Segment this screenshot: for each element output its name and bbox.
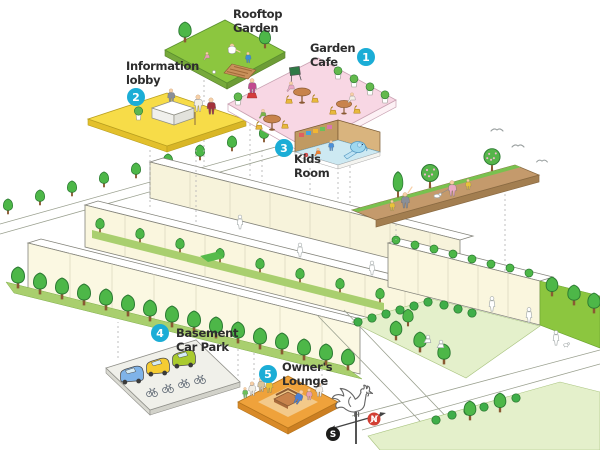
badge-owners-lounge: 5 (259, 365, 277, 383)
rooster-icon (331, 384, 374, 417)
svg-text:Garden: Garden (310, 41, 355, 55)
building-rows (5, 157, 600, 380)
svg-text:Kids: Kids (294, 152, 321, 166)
compass-north-marker: N (367, 412, 381, 426)
svg-text:Cafe: Cafe (310, 55, 338, 69)
svg-text:Garden: Garden (233, 21, 278, 35)
svg-text:Owner's: Owner's (282, 360, 333, 374)
svg-text:Rooftop: Rooftop (233, 7, 282, 21)
svg-text:4: 4 (156, 327, 164, 340)
gardener-figure (227, 43, 241, 54)
svg-text:Room: Room (294, 166, 330, 180)
label-rooftop-garden: Rooftop Garden (233, 7, 283, 35)
svg-text:Car Park: Car Park (176, 340, 229, 354)
badge-kids-room: 3 (275, 139, 293, 157)
park (317, 296, 600, 450)
label-kids-room: 3 Kids Room (275, 139, 330, 180)
information-lobby-platform (86, 88, 248, 153)
elephant-slide (343, 141, 368, 160)
badge-basement-car-park: 4 (151, 324, 169, 342)
svg-text:Basement: Basement (176, 326, 239, 340)
svg-text:2: 2 (132, 91, 140, 104)
kids-room (293, 119, 382, 170)
svg-text:3: 3 (280, 142, 288, 155)
rooftop-garden-platform (164, 19, 286, 90)
rooftop-walkway (350, 148, 541, 228)
label-garden-cafe: Garden Cafe 1 (310, 41, 375, 69)
svg-text:Information: Information (126, 59, 199, 73)
svg-text:Lounge: Lounge (282, 374, 328, 388)
compass-south-marker: S (326, 427, 340, 441)
label-information-lobby: Information lobby 2 (126, 59, 199, 106)
basement-car-park-platform (105, 339, 241, 416)
menu-board (288, 65, 302, 82)
svg-text:1: 1 (362, 51, 370, 64)
compass-north-letter: N (370, 415, 377, 425)
badge-information-lobby: 2 (127, 88, 145, 106)
svg-text:5: 5 (264, 368, 272, 381)
compass-south-letter: S (330, 430, 336, 440)
label-owners-lounge: 5 Owner's Lounge (259, 360, 333, 388)
badge-garden-cafe: 1 (357, 48, 375, 66)
labels: Rooftop Garden Garden Cafe 1 Information… (126, 7, 375, 388)
label-basement-car-park: 4 Basement Car Park (151, 324, 239, 354)
svg-text:lobby: lobby (126, 73, 161, 87)
lobby-plant (134, 106, 144, 121)
weather-vane: S N (326, 384, 386, 444)
